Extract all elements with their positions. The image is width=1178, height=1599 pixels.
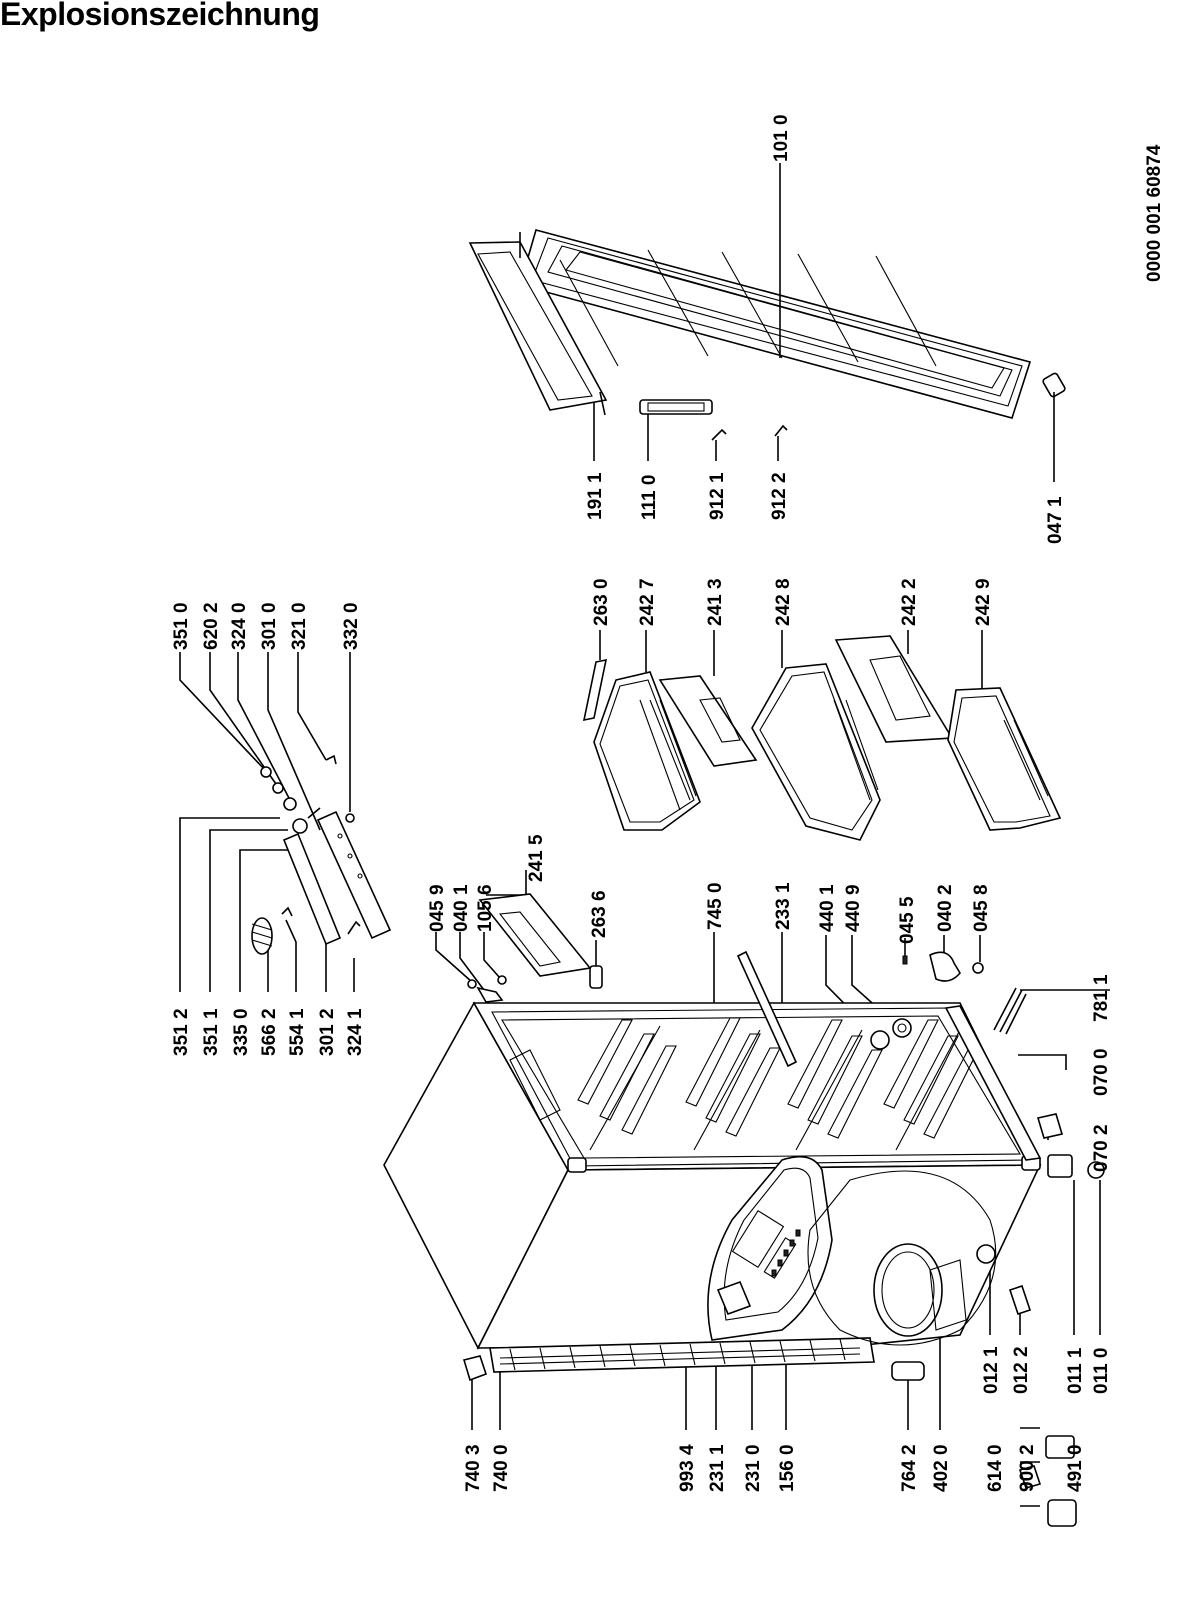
part-label: 241 3 bbox=[705, 578, 726, 626]
part-label: 324 0 bbox=[229, 602, 250, 650]
part-label: 263 0 bbox=[591, 578, 612, 626]
part-label: 566 2 bbox=[259, 1008, 280, 1056]
part-label: 900 2 bbox=[1017, 1444, 1038, 1492]
part-label: 263 6 bbox=[589, 890, 610, 938]
part-label: 332 0 bbox=[341, 602, 362, 650]
part-label: 011 0 bbox=[1091, 1348, 1112, 1395]
part-label: 101 0 bbox=[771, 114, 792, 162]
part-label: 242 2 bbox=[899, 578, 920, 626]
part-label: 351 1 bbox=[201, 1008, 222, 1056]
part-label: 045 8 bbox=[971, 884, 992, 932]
part-label: 301 0 bbox=[259, 602, 280, 650]
part-label: 156 0 bbox=[777, 1444, 798, 1492]
part-label: 993 4 bbox=[677, 1444, 698, 1492]
part-label: 242 7 bbox=[637, 578, 658, 626]
part-label: 745 0 bbox=[705, 882, 726, 930]
part-label: 242 8 bbox=[773, 578, 794, 626]
part-label: 045 5 bbox=[897, 896, 918, 944]
part-label: 491 0 bbox=[1065, 1444, 1086, 1492]
part-label: 233 1 bbox=[773, 882, 794, 930]
part-label: 012 2 bbox=[1011, 1346, 1032, 1394]
part-label: 764 2 bbox=[899, 1444, 920, 1492]
part-label: 070 2 bbox=[1091, 1124, 1112, 1172]
part-label: 241 5 bbox=[526, 834, 547, 882]
part-label: 440 9 bbox=[843, 884, 864, 932]
part-label: 324 1 bbox=[345, 1008, 366, 1056]
hinge-parts bbox=[251, 754, 603, 989]
part-label: 011 1 bbox=[1065, 1347, 1086, 1394]
part-label: 231 0 bbox=[743, 1444, 764, 1492]
part-label: 554 1 bbox=[287, 1008, 308, 1056]
part-label: 440 1 bbox=[817, 884, 838, 932]
part-label: 614 0 bbox=[985, 1444, 1006, 1492]
part-label: 111 0 bbox=[639, 475, 660, 520]
part-label: 045 9 bbox=[427, 884, 448, 932]
part-label: 740 3 bbox=[463, 1444, 484, 1492]
part-label: 040 1 bbox=[451, 884, 472, 932]
part-label: 047 1 bbox=[1045, 496, 1066, 544]
part-label: 040 2 bbox=[935, 884, 956, 932]
part-label: 781 1 bbox=[1091, 974, 1112, 1022]
part-label: 321 0 bbox=[289, 602, 310, 650]
part-label: 231 1 bbox=[707, 1444, 728, 1492]
door-assembly bbox=[468, 229, 1066, 441]
part-label: 351 0 bbox=[171, 602, 192, 650]
part-label: 301 2 bbox=[317, 1008, 338, 1056]
control-and-compressor bbox=[462, 1155, 1077, 1527]
part-label: 335 0 bbox=[231, 1008, 252, 1056]
part-label: 740 0 bbox=[491, 1444, 512, 1492]
part-label: 105 6 bbox=[475, 884, 496, 932]
freezer-baskets bbox=[582, 635, 1062, 841]
part-label: 012 1 bbox=[981, 1346, 1002, 1394]
document-number: 0000 001 60874 bbox=[1144, 144, 1165, 282]
part-label: 620 2 bbox=[201, 602, 222, 650]
part-label: 351 2 bbox=[171, 1008, 192, 1056]
part-label: 402 0 bbox=[931, 1444, 952, 1492]
part-label: 242 9 bbox=[973, 578, 994, 626]
part-label: 912 1 bbox=[707, 472, 728, 520]
part-label: 912 2 bbox=[769, 472, 790, 520]
page-title: Explosionszeichnung bbox=[0, 0, 320, 32]
part-label: 191 1 bbox=[585, 472, 606, 520]
part-label: 070 0 bbox=[1091, 1048, 1112, 1096]
part-labels: 101 0 191 1 111 0 912 1 912 2 047 1 263 … bbox=[171, 114, 1165, 1507]
